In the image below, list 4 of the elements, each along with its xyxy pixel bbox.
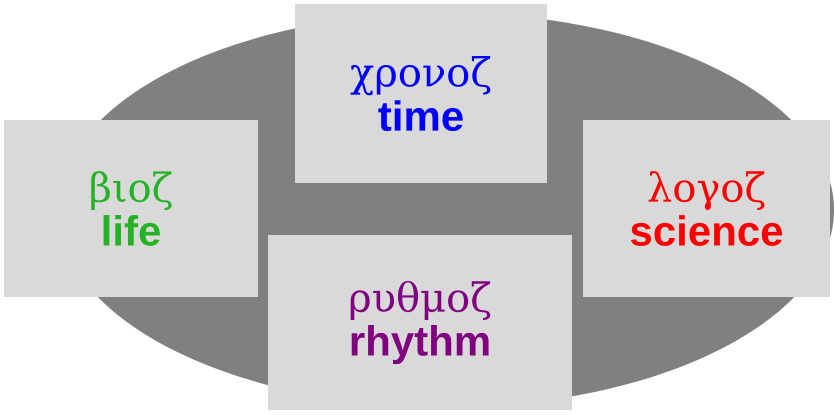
label-box: ρυθμοζ rhythm <box>268 235 572 410</box>
label-box: χρονοζ time <box>295 4 547 183</box>
label-box: βιοζ life <box>4 120 258 297</box>
label-box: λογοζ science <box>583 120 830 297</box>
